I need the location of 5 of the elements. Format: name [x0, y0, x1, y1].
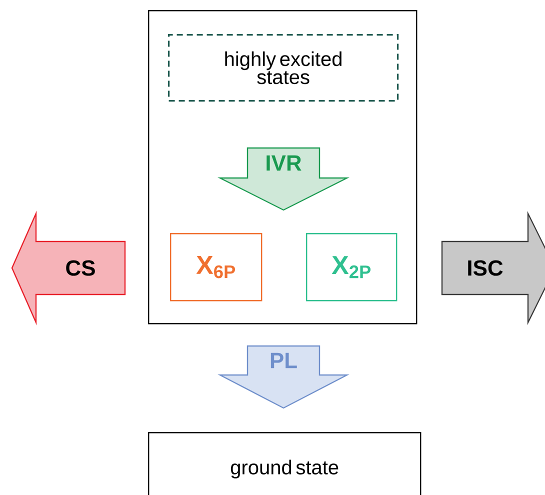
state-box — [148, 10, 418, 324]
state-box: ground state — [148, 432, 422, 495]
state-box: X$_{2P}$ — [306, 233, 398, 302]
dashed-box: highly excited states — [168, 34, 399, 102]
state-box: X$_{6P}$ — [170, 233, 262, 302]
